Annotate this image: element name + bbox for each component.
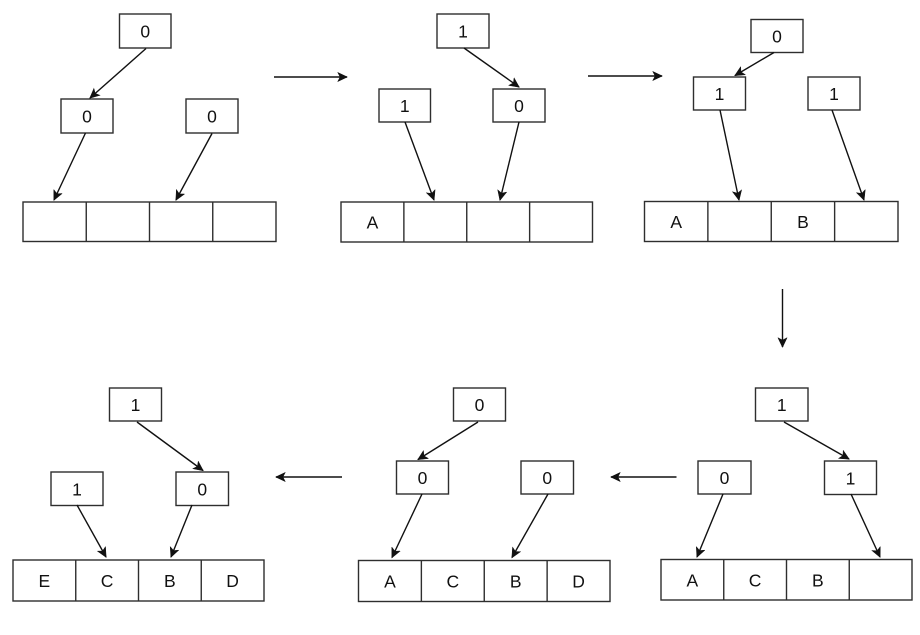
svg-text:A: A <box>687 570 699 590</box>
svg-text:0: 0 <box>720 468 730 488</box>
svg-text:0: 0 <box>772 27 782 47</box>
svg-text:1: 1 <box>777 395 787 415</box>
svg-text:D: D <box>572 572 585 592</box>
svg-text:1: 1 <box>458 22 468 42</box>
svg-text:1: 1 <box>829 84 839 104</box>
svg-text:E: E <box>39 571 51 591</box>
svg-text:1: 1 <box>131 395 141 415</box>
svg-text:1: 1 <box>715 84 725 104</box>
svg-text:C: C <box>101 571 114 591</box>
svg-text:B: B <box>812 570 824 590</box>
svg-text:C: C <box>749 570 762 590</box>
svg-text:D: D <box>226 571 239 591</box>
svg-text:1: 1 <box>846 468 856 488</box>
svg-text:0: 0 <box>140 22 150 42</box>
svg-text:1: 1 <box>400 96 410 116</box>
svg-text:0: 0 <box>418 468 428 488</box>
svg-text:0: 0 <box>542 468 552 488</box>
svg-text:B: B <box>797 212 809 232</box>
svg-text:0: 0 <box>514 96 524 116</box>
svg-text:A: A <box>670 212 682 232</box>
svg-text:B: B <box>164 571 176 591</box>
svg-text:0: 0 <box>475 395 485 415</box>
svg-text:1: 1 <box>72 479 82 499</box>
svg-text:0: 0 <box>82 107 92 127</box>
svg-text:A: A <box>367 213 379 233</box>
svg-text:A: A <box>384 572 396 592</box>
svg-text:B: B <box>510 572 522 592</box>
svg-text:0: 0 <box>207 107 217 127</box>
svg-text:0: 0 <box>197 479 207 499</box>
svg-text:C: C <box>446 572 459 592</box>
